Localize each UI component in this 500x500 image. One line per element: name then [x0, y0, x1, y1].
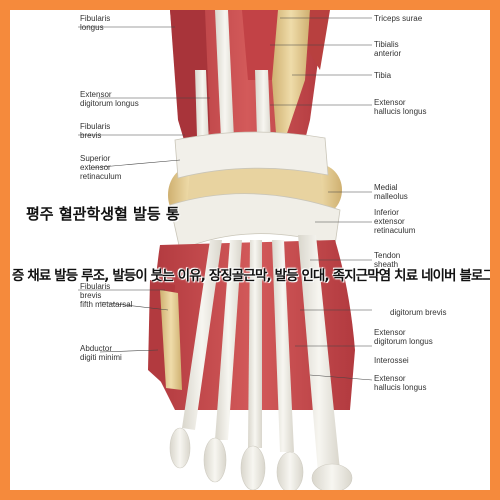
tendon-a [215, 10, 235, 160]
label-line: extensor [374, 217, 405, 226]
label-medial-malleolus: Medial malleolus [374, 183, 408, 201]
label-line: Extensor [80, 90, 112, 99]
label-line: brevis [80, 131, 102, 140]
overlay-caption-line2: 증 채료 발등 루조, 발등이 붓는 이유, 장징골근막, 발등 인대, 족지근… [12, 269, 490, 284]
label-line: Fibularis [80, 282, 111, 291]
label-line: Fibularis [80, 122, 111, 131]
label-line: Extensor [374, 374, 406, 383]
label-line: Abductor [80, 344, 113, 353]
overlay-caption-line1: 평주 혈관학생혈 발등 통 [26, 205, 180, 223]
foot-anatomy-art [78, 10, 373, 490]
foot-tendon-4 [272, 240, 294, 452]
foot-tendon-2 [215, 240, 242, 440]
label-extensor-digitorum-longus-lower: Extensor digitorum longus [374, 328, 433, 346]
label-line: longus [80, 23, 104, 32]
label-fibularis-brevis-lower: Fibularis brevis [80, 282, 110, 300]
label-inferior-extensor-retinaculum: Inferior extensor retinaculum [374, 208, 415, 235]
label-line: anterior [374, 49, 402, 58]
label-tendon-sheath: Tendon sheath [374, 251, 400, 269]
label-line: hallucis longus [374, 383, 427, 392]
label-line: digitorum brevis [390, 308, 447, 317]
tibialis-anterior-muscle [242, 10, 278, 80]
foot-tendon-3 [248, 240, 262, 448]
label-abductor-digiti-minimi: Abductor digiti minimi [80, 344, 122, 362]
foot-tendon-hallux [298, 235, 340, 472]
label-line: Medial [374, 183, 398, 192]
label-line: digiti minimi [80, 353, 122, 362]
triceps-surae-muscle [308, 10, 330, 70]
label-line: retinaculum [80, 172, 122, 181]
label-line: Fibularis [80, 14, 111, 23]
tibia-bone [272, 10, 310, 160]
label-line: digitorum longus [374, 337, 433, 346]
label-line: Triceps surae [374, 14, 423, 23]
label-line: sheath [374, 260, 399, 269]
label-extensor-hallucis-longus-lower: Extensor hallucis longus [374, 374, 426, 392]
label-line: retinaculum [374, 226, 416, 235]
label-tibia: Tibia [374, 71, 391, 80]
label-tibialis-anterior: Tibialis anterior [374, 40, 401, 58]
superior-retinaculum-band [174, 131, 329, 179]
label-fifth-metatarsal: fifth metatarsal [80, 300, 132, 309]
label-interossei: Interossei [374, 356, 409, 365]
label-line: brevis [80, 291, 102, 300]
label-line: Tendon [374, 251, 401, 260]
toes [169, 427, 353, 490]
label-extensor-hallucis-longus: Extensor hallucis longus [374, 98, 426, 116]
label-line: Extensor [374, 328, 406, 337]
fifth-metatarsal-bone [160, 290, 182, 390]
foot-tendon-1 [182, 240, 222, 430]
label-triceps-surae: Triceps surae [374, 14, 422, 23]
label-line: Interossei [374, 356, 409, 365]
label-line: hallucis longus [374, 107, 427, 116]
inferior-retinaculum-band [169, 193, 341, 251]
label-line: Superior [80, 154, 111, 163]
label-line: fifth metatarsal [80, 300, 133, 309]
label-line: digitorum longus [80, 99, 139, 108]
label-line: Tibialis [374, 40, 399, 49]
label-digitorum-brevis: digitorum brevis [390, 308, 446, 317]
label-line: malleolus [374, 192, 408, 201]
label-line: Extensor [374, 98, 406, 107]
label-fibularis-brevis: Fibularis brevis [80, 122, 110, 140]
label-extensor-digitorum-longus: Extensor digitorum longus [80, 90, 139, 108]
label-superior-extensor-retinaculum: Superior extensor retinaculum [80, 154, 121, 181]
label-line: extensor [80, 163, 111, 172]
label-line: Tibia [374, 71, 392, 80]
label-line: Inferior [374, 208, 399, 217]
anatomy-illustration: Fibularis longus Extensor digitorum long… [10, 10, 490, 490]
label-fibularis-longus: Fibularis longus [80, 14, 110, 32]
